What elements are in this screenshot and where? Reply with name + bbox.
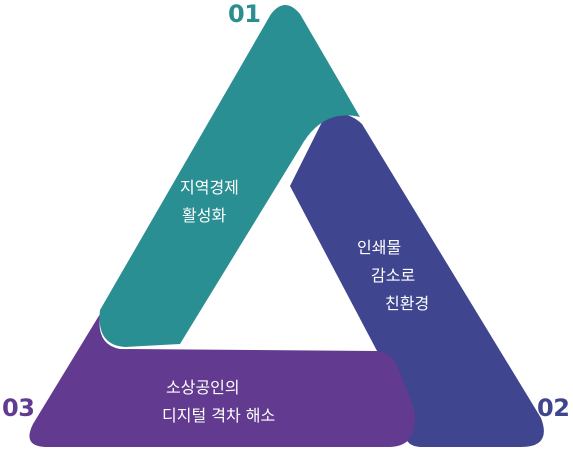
segment-03-label-line-2: 디지털 격차 해소 — [162, 406, 276, 425]
segment-03-label-line-1: 소상공인의 — [166, 378, 240, 397]
segment-01-label-line-2: 활성화 — [182, 206, 227, 225]
segment-02-shape — [290, 114, 544, 448]
segment-02-label-line-2: 감소로 — [371, 266, 416, 285]
segment-02-number: 02 — [537, 394, 570, 422]
segment-02-label-line-1: 인쇄물 — [357, 238, 402, 257]
segment-01-shape — [99, 5, 361, 347]
segment-01-label-line-1: 지역경제 — [180, 178, 239, 197]
segment-03-number: 03 — [2, 394, 35, 422]
segment-02-label-line-3: 친환경 — [385, 294, 430, 313]
segment-01-number: 01 — [228, 0, 261, 28]
segment-03-shape — [29, 314, 416, 447]
